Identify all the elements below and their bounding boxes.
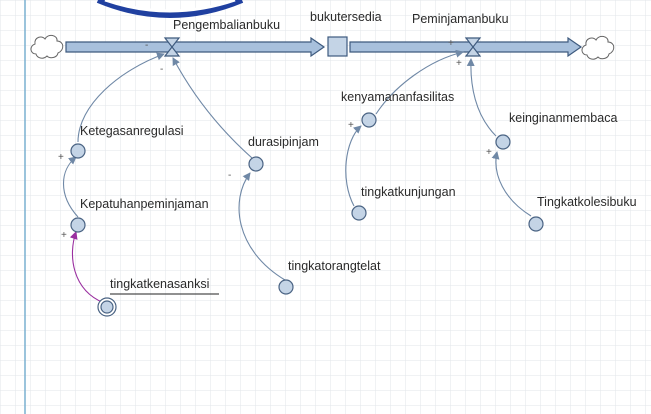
link-polarity-signs: - + + - - + + + + <box>58 38 492 241</box>
link-kenyamanan-to-inflow <box>375 49 464 115</box>
label-ketegasanregulasi: Ketegasanregulasi <box>80 124 184 138</box>
variable-nodes <box>70 112 544 317</box>
inflow-pipe <box>349 36 583 58</box>
link-kunjungan-to-kenyamanan <box>345 125 362 207</box>
label-durasipinjam: durasipinjam <box>248 135 319 149</box>
label-tingkatorangtelat: tingkatorangtelat <box>288 259 381 273</box>
node-kenyamananfasilitas[interactable] <box>361 112 377 128</box>
link-sign: + <box>348 120 354 131</box>
link-sign: - <box>145 40 148 51</box>
link-ketegasan-to-outflow <box>77 52 165 143</box>
labels: Pengembalianbuku bukutersedia Peminjaman… <box>80 10 637 291</box>
label-peminjamanbuku: Peminjamanbuku <box>412 12 509 26</box>
outflow-valve[interactable] <box>163 37 181 57</box>
link-sign: - <box>228 170 231 181</box>
label-tingkatkunjungan: tingkatkunjungan <box>361 185 456 199</box>
node-tingkatorangtelat[interactable] <box>278 279 294 295</box>
link-kolesi-to-keinginan <box>491 151 532 217</box>
link-durasi-to-outflow <box>172 57 253 159</box>
node-durasipinjam[interactable] <box>248 156 264 172</box>
node-tingkatkolesibuku[interactable] <box>528 216 544 232</box>
node-kepatuhanpeminjaman[interactable] <box>70 217 86 233</box>
link-telat-to-durasi <box>238 172 286 281</box>
link-sign: + <box>61 230 67 241</box>
label-pengembalianbuku: Pengembalianbuku <box>173 18 280 32</box>
link-sign: + <box>486 147 492 158</box>
outflow-pipe <box>65 36 326 58</box>
label-tingkatkolesibuku: Tingkatkolesibuku <box>537 195 637 209</box>
causal-links <box>63 49 532 304</box>
inflow-valve[interactable] <box>464 37 482 57</box>
link-keinginan-to-inflow <box>466 58 497 137</box>
header-seal-emblem <box>96 0 244 18</box>
label-kenyamananfasilitas: kenyamananfasilitas <box>341 90 454 104</box>
sink-cloud-icon <box>581 35 615 60</box>
node-tingkatkunjungan[interactable] <box>351 205 367 221</box>
stock-bukutersedia[interactable] <box>327 36 348 57</box>
node-ketegasanregulasi[interactable] <box>70 143 86 159</box>
label-keinginanmembaca: keinginanmembaca <box>509 111 617 125</box>
node-keinginanmembaca[interactable] <box>495 134 511 150</box>
link-sign: - <box>160 64 163 75</box>
link-sign: + <box>448 38 454 49</box>
node-tingkatkenasanksi[interactable] <box>97 297 117 317</box>
link-kepatuhan-to-ketegasan <box>63 156 79 218</box>
label-bukutersedia: bukutersedia <box>310 10 382 24</box>
link-kenasanksi-to-kepatuhan <box>69 231 105 304</box>
link-sign: + <box>58 152 64 163</box>
source-cloud-icon <box>30 34 64 59</box>
link-sign: + <box>456 58 462 69</box>
label-tingkatkenasanksi: tingkatkenasanksi <box>110 277 209 291</box>
label-kepatuhanpeminjaman: Kepatuhanpeminjaman <box>80 197 209 211</box>
